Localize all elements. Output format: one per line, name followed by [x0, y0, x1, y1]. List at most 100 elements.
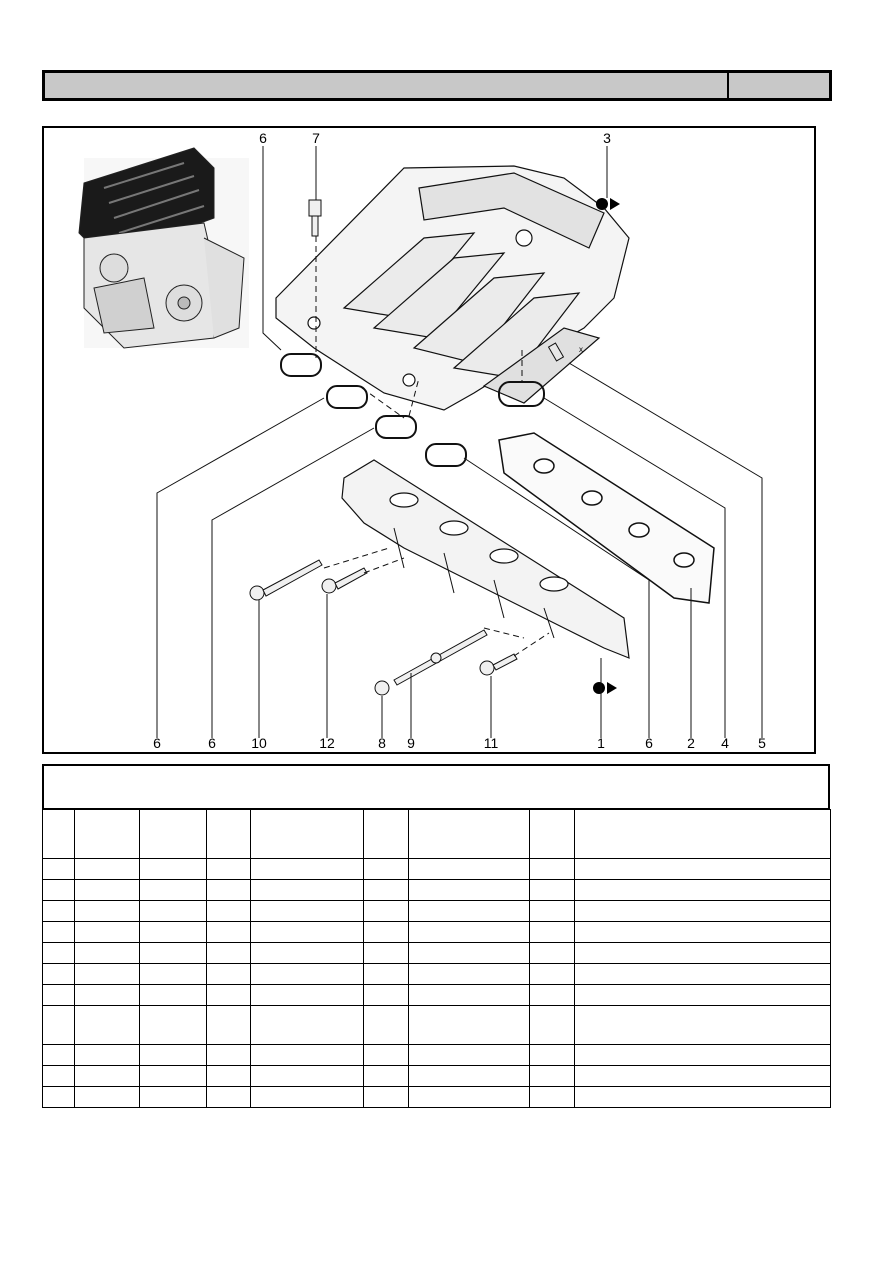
table-cell [42, 809, 75, 859]
table-cell [250, 921, 364, 943]
table-cell [408, 1065, 530, 1087]
table-cell [206, 900, 251, 922]
table-cell [574, 1065, 831, 1087]
table-cell [363, 921, 409, 943]
table-cell [74, 1005, 140, 1045]
table-cell [574, 900, 831, 922]
table-cell [206, 963, 251, 985]
table-header-row [42, 809, 831, 859]
nut-8 [374, 680, 390, 696]
engine-thumbnail [78, 147, 249, 349]
table-cell [363, 1065, 409, 1087]
table-cell [74, 963, 140, 985]
table-cell [139, 1005, 207, 1045]
table-row [42, 1044, 831, 1066]
table-cell [42, 984, 75, 1006]
table-cell [529, 963, 575, 985]
table-cell [74, 809, 140, 859]
table-cell [206, 879, 251, 901]
table-cell [74, 900, 140, 922]
table-cell [574, 921, 831, 943]
table-cell [74, 879, 140, 901]
table-cell [363, 1044, 409, 1066]
table-cell [74, 1044, 140, 1066]
table-cell [574, 1086, 831, 1108]
callout-bottom-5: 5 [758, 735, 766, 751]
table-cell [363, 809, 409, 859]
callout-bottom-11: 11 [484, 735, 499, 751]
flange-gasket-2 [498, 432, 715, 604]
table-cell [139, 1065, 207, 1087]
callout-bottom-12: 12 [319, 735, 335, 751]
table-cell [574, 879, 831, 901]
table-cell [250, 900, 364, 922]
table-cell [574, 963, 831, 985]
table-cell [206, 942, 251, 964]
table-cell [139, 942, 207, 964]
header-page-ref-cell [729, 73, 829, 98]
callout-bottom-8: 8 [378, 735, 386, 751]
table-cell [250, 858, 364, 880]
table-cell [529, 809, 575, 859]
callout-bottom-10: 10 [251, 735, 267, 751]
table-cell [139, 809, 207, 859]
table-cell [42, 1044, 75, 1066]
table-cell [529, 1065, 575, 1087]
table-cell [363, 1086, 409, 1108]
table-cell [529, 1005, 575, 1045]
table-cell [250, 809, 364, 859]
table-cell [74, 942, 140, 964]
table-row [42, 1065, 831, 1087]
table-cell [42, 1005, 75, 1045]
table-cell [574, 1044, 831, 1066]
table-cell [250, 879, 364, 901]
table-cell [529, 942, 575, 964]
table-cell [250, 942, 364, 964]
assembly-lines [315, 236, 550, 657]
parts-table [42, 809, 831, 1108]
bolt-12 [321, 567, 368, 594]
table-cell [408, 984, 530, 1006]
table-cell [139, 963, 207, 985]
table-cell [139, 1044, 207, 1066]
table-row [42, 984, 831, 1006]
callout-dowel-x: x [579, 345, 583, 354]
table-cell [42, 921, 75, 943]
sealant-symbol-1 [593, 682, 617, 694]
table-cell [408, 900, 530, 922]
table-row [42, 921, 831, 943]
lower-manifold [341, 459, 630, 659]
table-cell [529, 984, 575, 1006]
table-cell [42, 879, 75, 901]
table-cell [408, 921, 530, 943]
table-cell [529, 1086, 575, 1108]
table-cell [139, 900, 207, 922]
table-cell [206, 1005, 251, 1045]
bolt-10 [249, 559, 323, 601]
table-cell [250, 1086, 364, 1108]
table-row [42, 1005, 831, 1045]
table-cell [139, 984, 207, 1006]
table-cell [42, 942, 75, 964]
bolt-11 [479, 653, 518, 676]
table-cell [139, 1086, 207, 1108]
section-title-box [42, 764, 830, 810]
table-cell [363, 1005, 409, 1045]
table-cell [74, 858, 140, 880]
table-cell [363, 858, 409, 880]
intake-plenum [275, 165, 630, 411]
table-cell [574, 858, 831, 880]
table-cell [42, 900, 75, 922]
dowel-pin [547, 342, 565, 362]
table-cell [363, 900, 409, 922]
table-cell [206, 1086, 251, 1108]
table-cell [250, 963, 364, 985]
table-cell [408, 858, 530, 880]
table-cell [529, 1044, 575, 1066]
intake-port-seals [280, 353, 545, 467]
table-cell [408, 963, 530, 985]
table-row [42, 1086, 831, 1108]
stud-9 [393, 629, 488, 686]
table-cell [250, 1044, 364, 1066]
table-cell [363, 942, 409, 964]
